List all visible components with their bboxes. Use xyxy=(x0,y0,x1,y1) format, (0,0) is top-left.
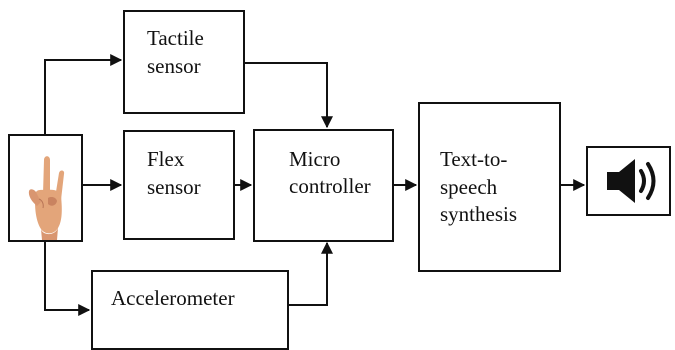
speaker-output-block xyxy=(586,146,671,216)
arrow-hand-to-accelerometer xyxy=(44,240,91,316)
tts-label-line1: Text-to- xyxy=(440,147,508,171)
hand-gesture-block xyxy=(8,134,83,242)
flex-sensor-label-line2: sensor xyxy=(147,175,201,199)
speaker-icon xyxy=(607,159,656,203)
arrow-accelerometer-to-micro xyxy=(288,241,333,306)
hand-gesture-icon xyxy=(28,156,65,240)
tts-label-line2: speech xyxy=(440,175,498,199)
accelerometer-label: Accelerometer xyxy=(111,286,235,310)
flex-sensor-block: Flex sensor xyxy=(123,130,235,240)
arrow-hand-to-tactile xyxy=(44,54,123,135)
microcontroller-block: Micro controller xyxy=(253,129,394,242)
microcontroller-label-line1: Micro xyxy=(289,147,341,171)
microcontroller-label-line2: controller xyxy=(289,174,371,198)
flex-sensor-label-line1: Flex xyxy=(147,147,185,171)
accelerometer-block: Accelerometer xyxy=(91,270,289,350)
tts-synthesis-block: Text-to- speech synthesis xyxy=(418,102,561,272)
tts-label-line3: synthesis xyxy=(440,202,518,226)
tactile-sensor-label-line2: sensor xyxy=(147,54,201,78)
arrow-tactile-to-micro xyxy=(244,62,333,129)
tactile-sensor-label-line1: Tactile xyxy=(147,26,204,50)
tactile-sensor-block: Tactile sensor xyxy=(123,10,245,114)
